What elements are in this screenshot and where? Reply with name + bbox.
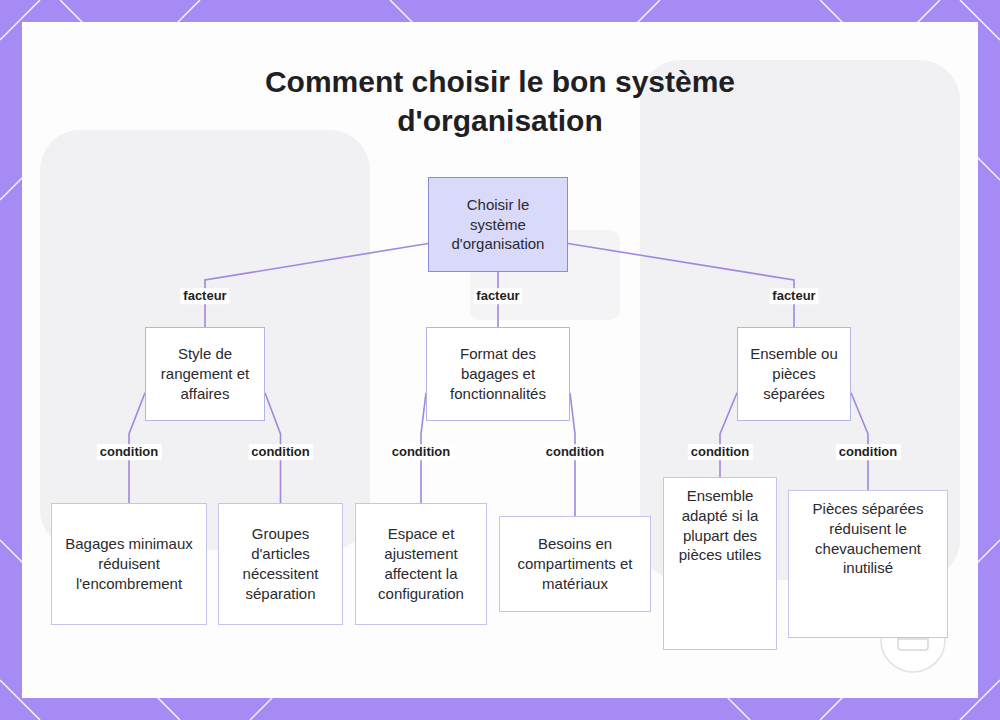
factor-box: Ensemble ou pièces séparées — [737, 327, 851, 421]
condition-box: Espace et ajustement affectent la config… — [355, 503, 487, 625]
connector — [205, 244, 428, 328]
root-box: Choisir le système d'organisation — [428, 177, 568, 272]
edge-label: condition — [248, 444, 313, 460]
factor-box: Format des bagages et fonctionnalités — [426, 327, 570, 421]
node-text: Ensemble adapté si la plupart des pièces… — [672, 486, 768, 565]
connector — [720, 393, 737, 477]
node-text: Espace et ajustement affectent la config… — [364, 524, 478, 603]
connector — [568, 244, 794, 328]
node-text: Pièces séparées réduisent le chevaucheme… — [797, 499, 939, 578]
diagram-title: Comment choisir le bon système d'organis… — [200, 62, 800, 140]
node-text: Format des bagages et fonctionnalités — [435, 344, 561, 403]
edge-label: facteur — [180, 288, 229, 304]
condition-box: Ensemble adapté si la plupart des pièces… — [663, 477, 777, 650]
connector — [851, 393, 868, 490]
condition-box: Groupes d'articles nécessitent séparatio… — [218, 503, 343, 625]
edge-label: facteur — [769, 288, 818, 304]
factor-box: Style de rangement et affaires — [145, 327, 265, 421]
edge-label: condition — [836, 444, 901, 460]
panel — [22, 22, 978, 698]
edge-label: condition — [543, 444, 608, 460]
node-text: Besoins en compartiments et matériaux — [508, 534, 642, 593]
edge-label: condition — [97, 444, 162, 460]
node-text: Choisir le système d'organisation — [437, 195, 559, 254]
node-text: Ensemble ou pièces séparées — [746, 344, 842, 403]
condition-box: Besoins en compartiments et matériaux — [499, 516, 651, 612]
edge-label: facteur — [473, 288, 522, 304]
edge-label: condition — [389, 444, 454, 460]
edge-label: condition — [688, 444, 753, 460]
node-text: Groupes d'articles nécessitent séparatio… — [227, 524, 334, 603]
node-text: Style de rangement et affaires — [154, 344, 256, 403]
condition-box: Bagages minimaux réduisent l'encombremen… — [51, 503, 207, 625]
title-text: Comment choisir le bon système d'organis… — [265, 65, 735, 137]
condition-box: Pièces séparées réduisent le chevaucheme… — [788, 490, 948, 638]
node-text: Bagages minimaux réduisent l'encombremen… — [60, 534, 198, 593]
faded-photo — [40, 60, 960, 580]
